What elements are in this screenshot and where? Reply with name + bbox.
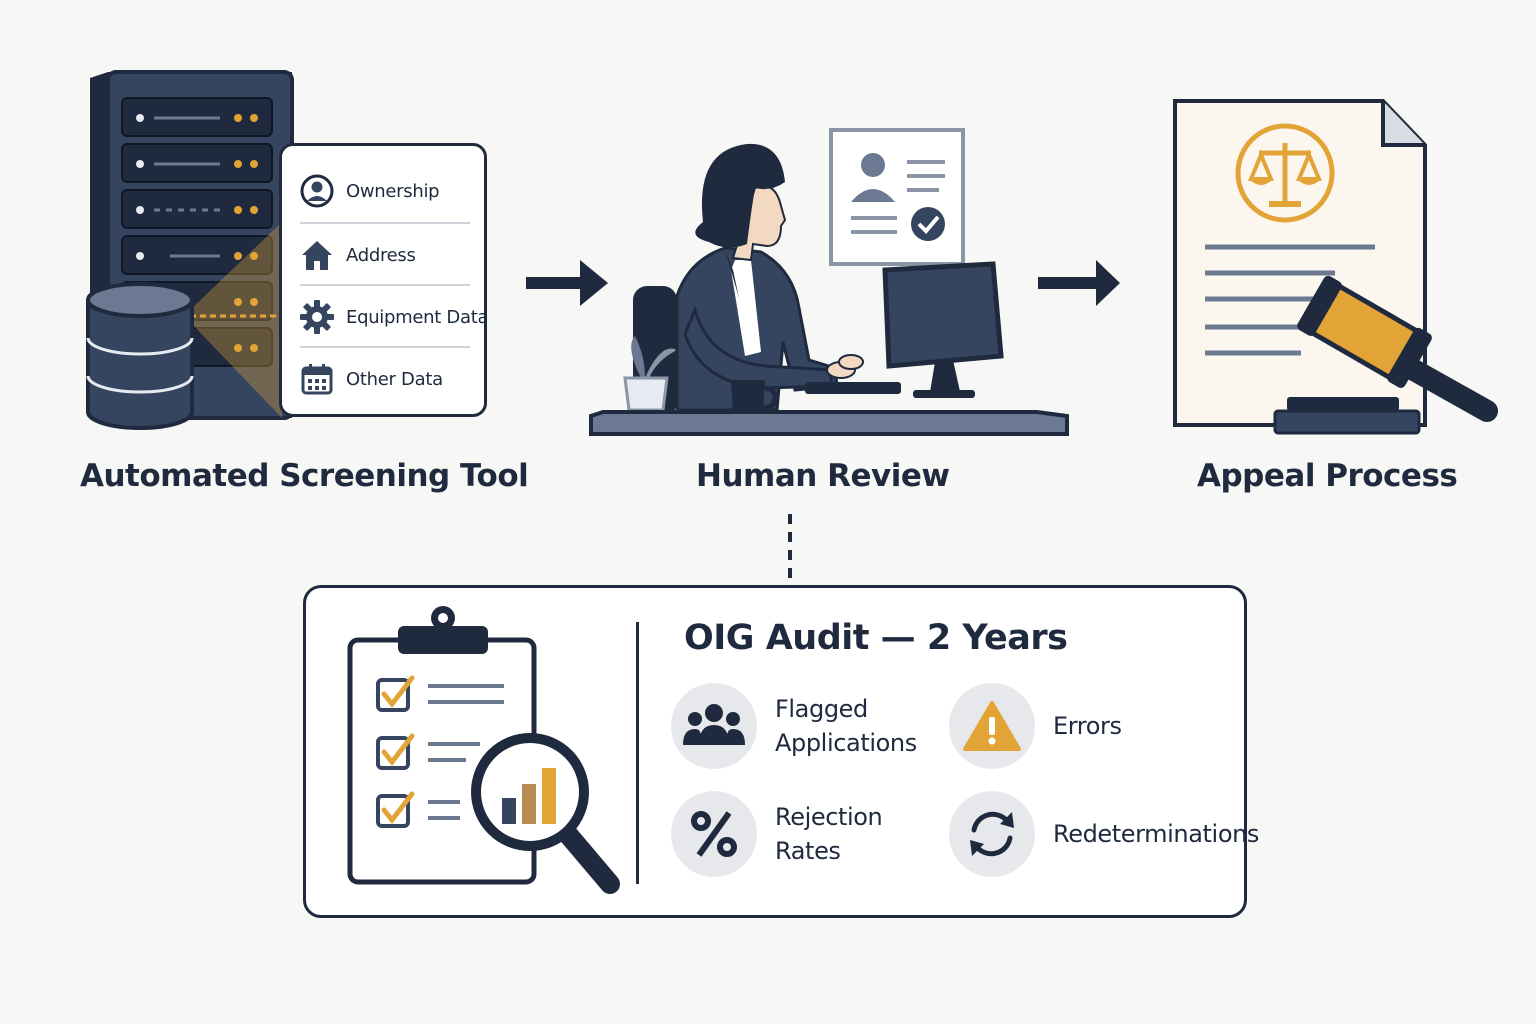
people-group-icon	[671, 683, 757, 769]
dashed-connector	[788, 514, 792, 584]
panel-item-label: Equipment Data	[346, 306, 489, 328]
panel-divider	[300, 346, 470, 348]
metric-redeterminations: Redeterminations	[949, 791, 1259, 877]
metric-label: Rates	[775, 837, 841, 865]
panel-item-other-data: Other Data	[298, 348, 474, 410]
panel-item-address: Address	[298, 224, 474, 286]
stage-label-review: Human Review	[696, 458, 950, 494]
metric-label: Flagged	[775, 695, 868, 723]
house-icon	[298, 236, 336, 274]
warning-icon	[949, 683, 1035, 769]
metric-label: Applications	[775, 729, 917, 757]
clipboard-magnifier-icon	[347, 606, 620, 894]
audit-divider	[636, 622, 639, 884]
appeal-document-gavel-illustration	[1173, 99, 1498, 435]
scales-of-justice-icon	[1235, 123, 1335, 223]
panel-item-ownership: Ownership	[298, 160, 474, 222]
arrow-right-icon	[526, 260, 608, 306]
stage-label-screening: Automated Screening Tool	[80, 458, 529, 494]
gear-icon	[298, 298, 336, 336]
calendar-icon	[298, 360, 336, 398]
reviewer-at-desk-illustration	[589, 128, 1069, 436]
panel-divider	[300, 284, 470, 286]
panel-divider	[300, 222, 470, 224]
metric-label: Errors	[1053, 712, 1122, 740]
panel-item-equipment-data: Equipment Data	[298, 286, 489, 348]
arrow-right-icon	[1038, 260, 1120, 306]
audit-title: OIG Audit — 2 Years	[684, 618, 1068, 658]
percent-icon	[671, 791, 757, 877]
gavel-icon	[1273, 275, 1498, 435]
server-rack-icon	[86, 70, 294, 430]
panel-item-label: Other Data	[346, 368, 443, 390]
profile-card-icon	[829, 128, 965, 266]
user-circle-icon	[298, 172, 336, 210]
metric-errors: Errors	[949, 683, 1122, 769]
data-fields-panel: Ownership Address Equipment Data Other	[279, 143, 489, 417]
refresh-icon	[949, 791, 1035, 877]
stage-label-appeal: Appeal Process	[1197, 458, 1458, 494]
metric-label: Redeterminations	[1053, 820, 1260, 848]
panel-item-label: Address	[346, 244, 416, 266]
panel-item-label: Ownership	[346, 180, 440, 202]
metric-label: Rejection	[775, 803, 883, 831]
